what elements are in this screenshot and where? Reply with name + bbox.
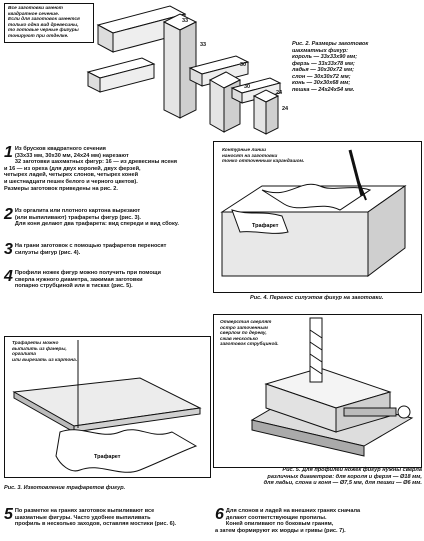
fig3-caption: Рис. 3. Изготовление трафаретов фигур. xyxy=(4,485,126,491)
step-5-text: По разметке на гранях заготовок выпилива… xyxy=(14,508,177,528)
step-3-number: 3 xyxy=(4,241,13,258)
dim-label-3: 30 xyxy=(240,62,246,68)
step-5-number: 5 xyxy=(4,506,13,523)
size-bishop: слон — 30x30x72 мм; xyxy=(292,73,351,80)
dim-label-6: 24 xyxy=(282,106,289,112)
step-6: 6 Для слонов и ладей на внешних гранях с… xyxy=(215,506,422,534)
dim-label-5: 24 xyxy=(276,90,283,96)
step-3: 3 На грани заготовок с помощью трафарето… xyxy=(4,241,210,258)
step-6-number: 6 xyxy=(215,506,224,523)
size-pawn: пешка — 24x24x54 мм. xyxy=(292,86,355,93)
size-king: король — 33x33x90 мм; xyxy=(292,54,358,60)
dim-label-2: 33 xyxy=(200,42,206,48)
fig4-stencil-label: Трафарет xyxy=(252,222,279,229)
fig5-caption: Рис. 5. Для профилей ножек фигур нужны с… xyxy=(263,467,422,487)
dim-label-4: 30 xyxy=(244,84,250,90)
step-2: 2 Из оргалита или плотного картона вырез… xyxy=(4,206,210,228)
step-4: 4 Профили ножек фигур можно получить при… xyxy=(4,268,210,290)
step-2-number: 2 xyxy=(4,206,13,223)
size-queen: ферзь — 33x33x78 мм; xyxy=(292,60,355,67)
top-note: Все заготовки имеют квадратное сечение. … xyxy=(4,3,94,43)
size-rook: ладья — 30x30x72 мм; xyxy=(292,67,354,74)
step-2-text: Из оргалита или плотного картона вырезаю… xyxy=(14,208,179,228)
step-3-text: На грани заготовок с помощью трафаретов … xyxy=(14,243,167,256)
fig2-caption: Рис. 2. Размеры заготовок шахматных фигу… xyxy=(292,41,369,54)
step-1-text: Из брусков квадратного сечения (33x33 мм… xyxy=(4,146,178,192)
fig3-stencil-label: Трафарет xyxy=(94,453,121,460)
step-1-number: 1 xyxy=(4,144,13,161)
fig4-caption: Рис. 4. Перенос силуэтов фигур на загото… xyxy=(250,295,384,301)
fig4-note: Контурные линии наносят на заготовки тон… xyxy=(222,148,305,165)
size-knight: конь — 30x30x68 мм; xyxy=(292,80,351,87)
step-6-text: Для слонов и ладей на внешних гранях сна… xyxy=(215,508,361,534)
dim-label-1: 33 xyxy=(182,18,188,24)
step-1: 1 Из брусков квадратного сечения (33x33 … xyxy=(4,144,210,192)
fig2-blanks-illustration: 33 33 30 30 24 24 xyxy=(86,5,289,135)
step-4-text: Профили ножек фигур можно получить при п… xyxy=(14,270,161,290)
fig5-note: Отверстия сверлят остро заточенным сверл… xyxy=(220,320,279,348)
step-5: 5 По разметке на гранях заготовок выпили… xyxy=(4,506,209,528)
step-4-number: 4 xyxy=(4,268,13,285)
fig2-size-list: король — 33x33x90 мм; ферзь — 33x33x78 м… xyxy=(292,54,422,94)
fig3-note: Трафареты можно выпилить из фанеры, орга… xyxy=(12,341,78,363)
